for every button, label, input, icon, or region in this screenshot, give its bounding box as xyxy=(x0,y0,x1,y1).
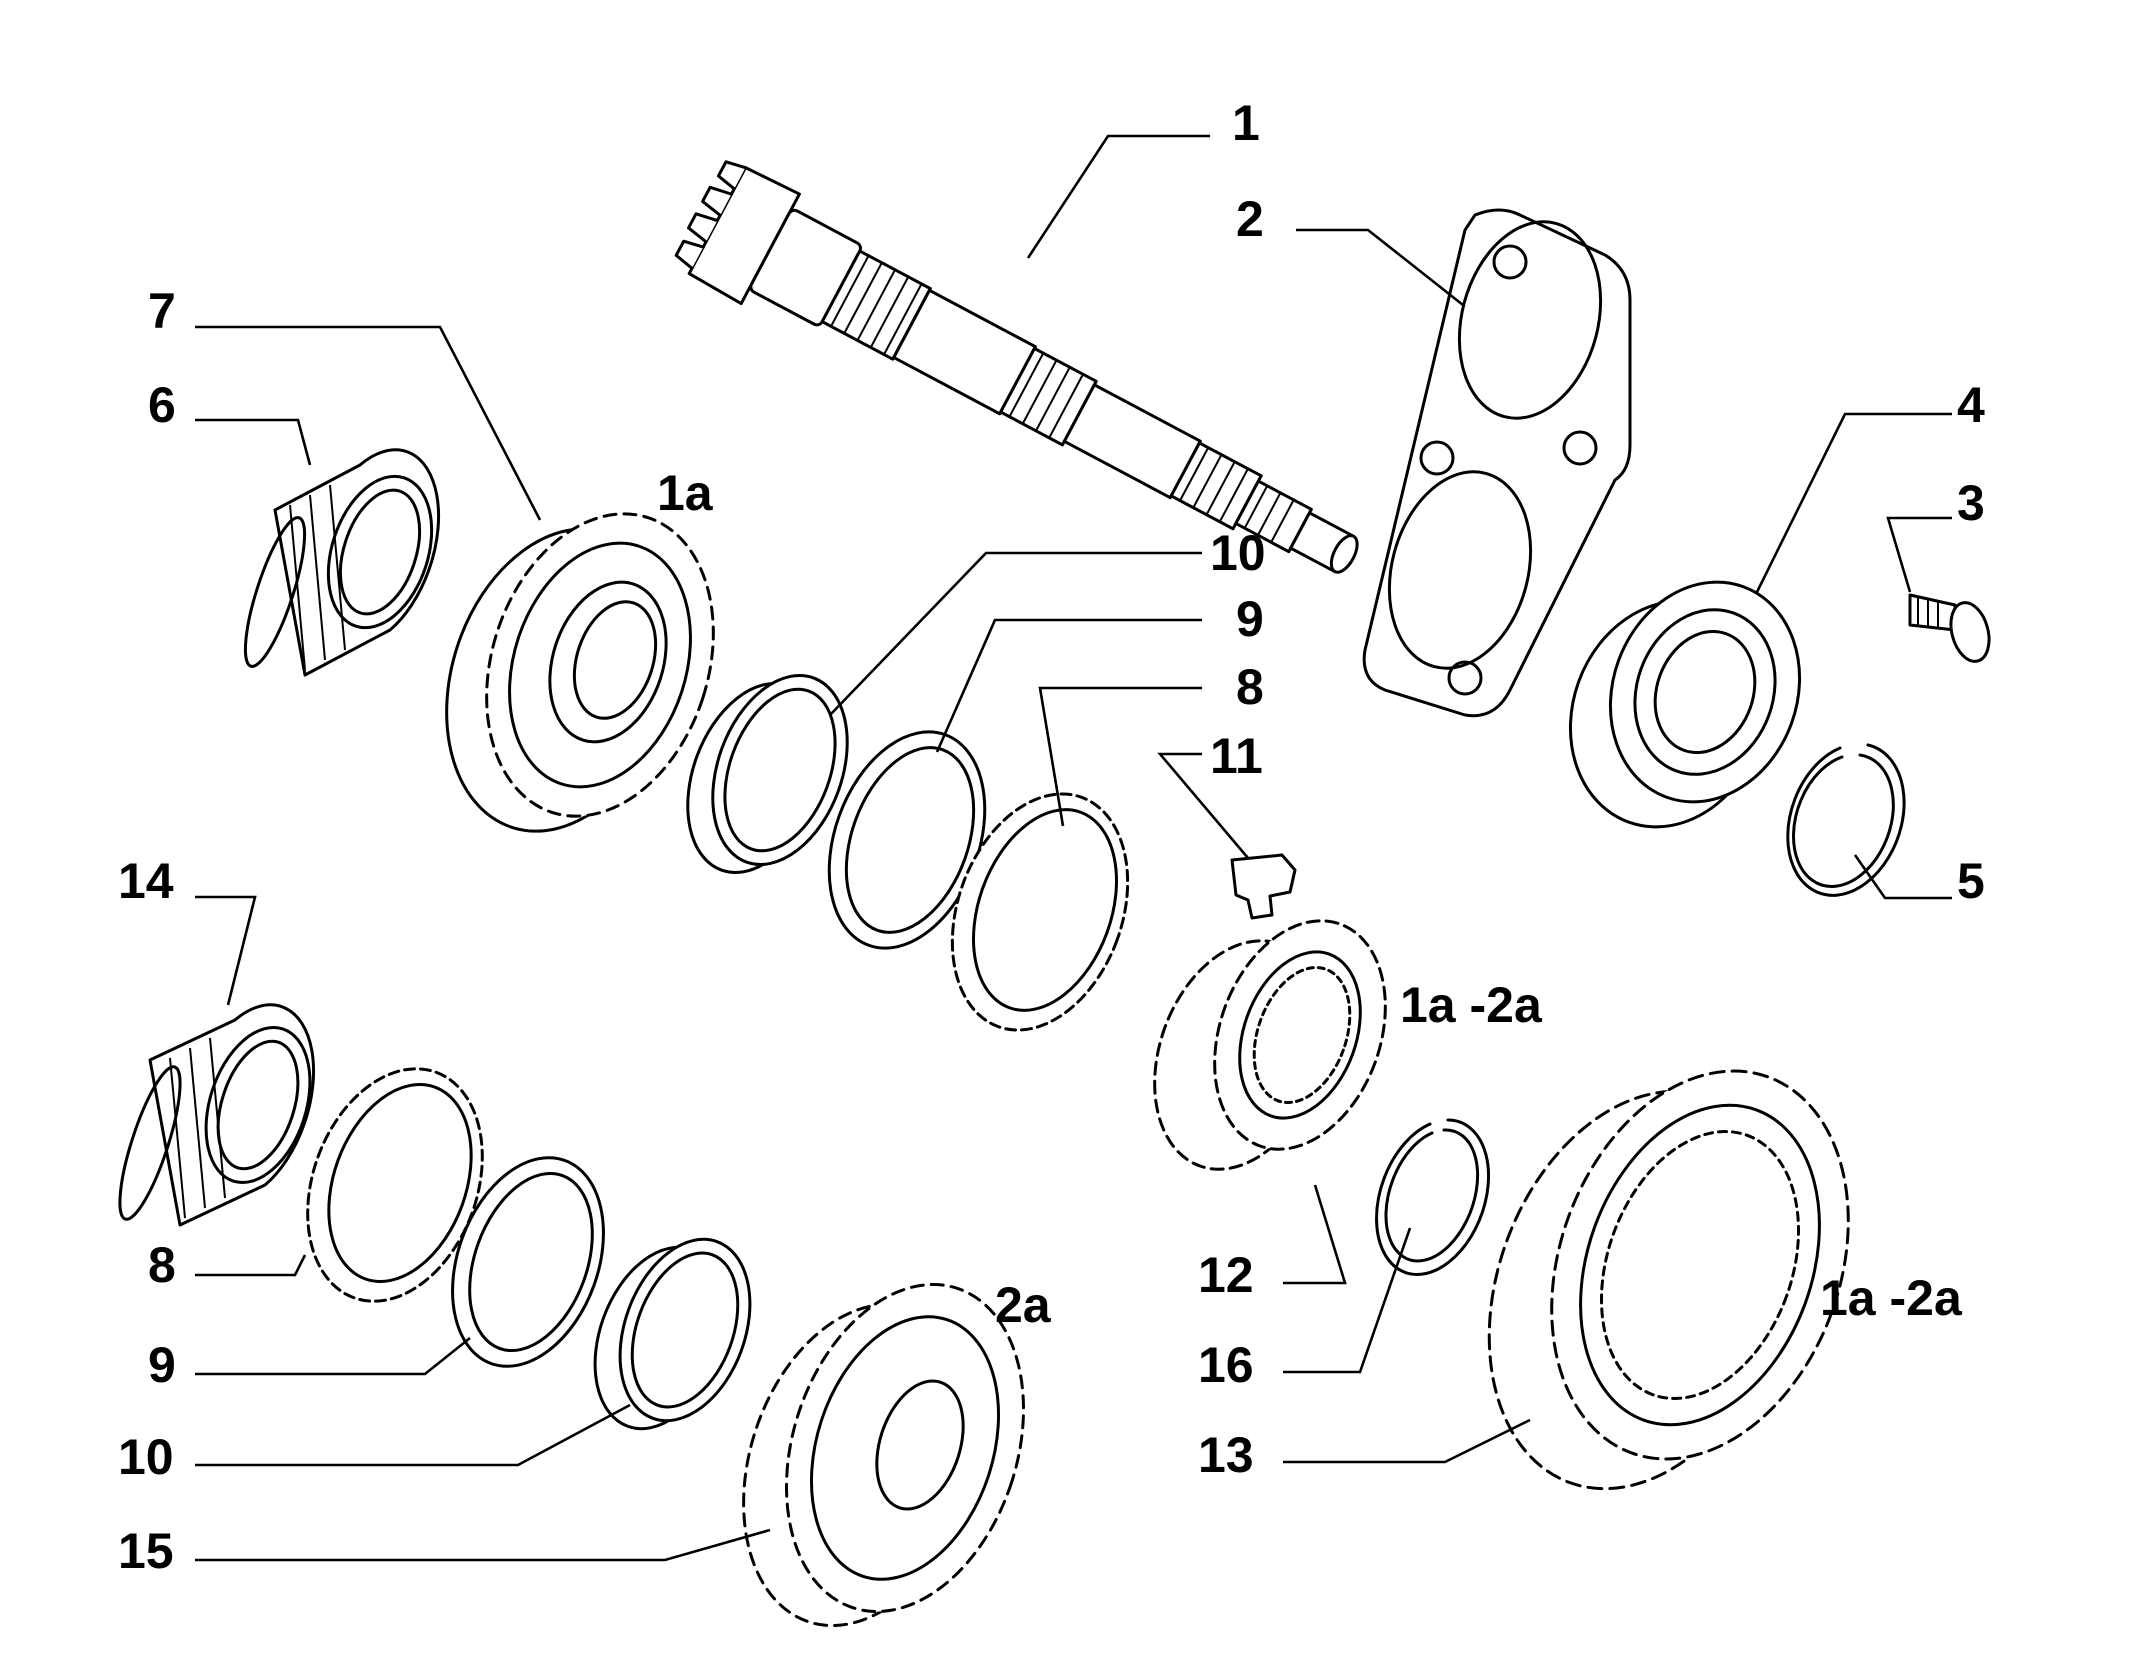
callout-labels: 1 2 3 4 5 6 7 10 9 8 11 14 8 9 10 15 12 … xyxy=(118,95,1985,1579)
callout-11: 11 xyxy=(1210,728,1263,784)
callout-1: 1 xyxy=(1232,95,1260,151)
cone-ring-lower-part xyxy=(451,1156,605,1368)
synchro-ring-part xyxy=(950,792,1130,1032)
label-synchro-sleeve: 1a -2a xyxy=(1820,1270,1963,1326)
callout-15: 15 xyxy=(118,1523,174,1579)
callout-5: 5 xyxy=(1957,853,1985,909)
synchro-hub-part xyxy=(1153,919,1387,1171)
needle-bearing-part xyxy=(243,448,441,677)
screw-part xyxy=(1908,593,1991,663)
shaft-part xyxy=(674,160,1359,574)
callout-4: 4 xyxy=(1957,377,1985,433)
label-synchro-hub: 1a -2a xyxy=(1400,977,1543,1033)
bearing-plate-part xyxy=(1362,208,1632,718)
second-gear-part xyxy=(742,1283,1025,1628)
synchro-sleeve-part xyxy=(1487,1069,1850,1491)
callout-6: 6 xyxy=(148,377,176,433)
snap-ring-part xyxy=(1786,743,1906,897)
callout-9-top: 9 xyxy=(1236,591,1264,647)
callout-7: 7 xyxy=(148,283,176,339)
callout-10-top: 10 xyxy=(1210,525,1266,581)
callout-2: 2 xyxy=(1236,191,1264,247)
synchro-ring-lower-part xyxy=(306,1067,484,1303)
label-first-gear: 1a xyxy=(657,465,714,521)
callout-13: 13 xyxy=(1198,1427,1254,1483)
label-second-gear: 2a xyxy=(995,1277,1052,1333)
callout-8-top: 8 xyxy=(1236,659,1264,715)
callout-3: 3 xyxy=(1957,475,1985,531)
inner-ring-part xyxy=(686,674,849,874)
callout-9-bottom: 9 xyxy=(148,1337,176,1393)
first-gear-part xyxy=(445,512,715,833)
leader-lines xyxy=(195,134,1952,1562)
ball-bearing-part xyxy=(1568,580,1802,829)
callout-16: 16 xyxy=(1198,1337,1254,1393)
circlip-part xyxy=(1375,1118,1491,1276)
callout-12: 12 xyxy=(1198,1247,1254,1303)
callout-14: 14 xyxy=(118,853,174,909)
inner-ring-lower-part xyxy=(593,1237,752,1431)
detent-key-part xyxy=(1230,853,1297,920)
callout-10-bottom: 10 xyxy=(118,1429,174,1485)
needle-bearing-lower-part xyxy=(118,1003,316,1227)
callout-8-bottom: 8 xyxy=(148,1237,176,1293)
